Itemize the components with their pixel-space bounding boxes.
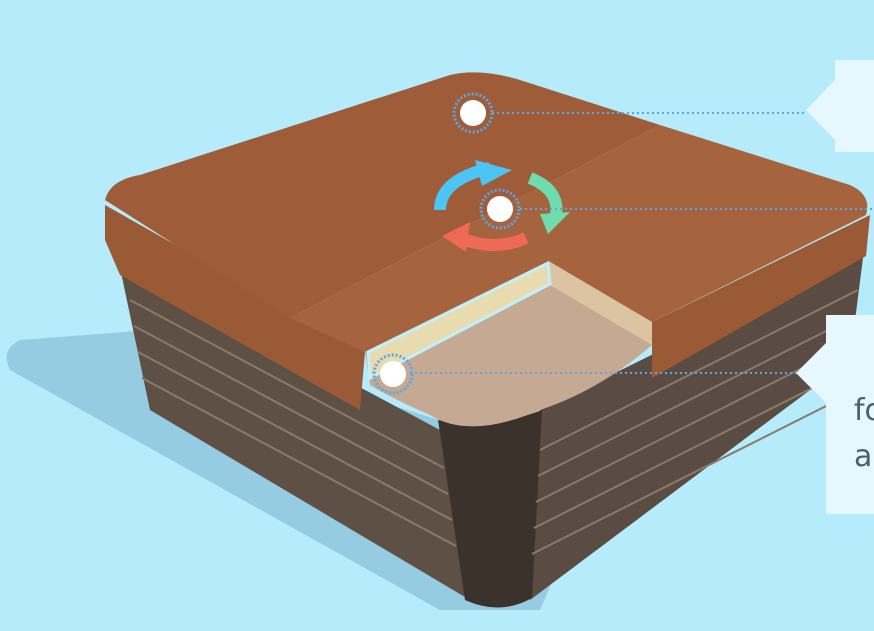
callout-box-1: [806, 60, 874, 152]
callout-box-3: [796, 315, 874, 514]
cover-left-skirt: [105, 205, 365, 410]
hotspot-dot[interactable]: [479, 188, 521, 230]
insulation-layer: [366, 260, 552, 381]
leader-lines: [410, 112, 874, 374]
callout-text-line-2: a: [854, 439, 873, 474]
cover-right-skirt: [652, 215, 870, 378]
hotspot-dot[interactable]: [452, 92, 494, 134]
cabinet-corner: [438, 410, 542, 608]
circulation-arrows-icon: [434, 160, 570, 252]
cabinet-siding: [129, 289, 859, 555]
cover-top-front: [290, 125, 868, 352]
callout-text-line-1: fo: [854, 393, 874, 428]
cabinet-left-face: [118, 258, 470, 600]
cover-cutaway-interior: [365, 262, 652, 427]
cover-top-back: [105, 72, 660, 318]
hotspot-dot[interactable]: [372, 353, 414, 395]
cutaway-inner-wall: [550, 262, 652, 345]
